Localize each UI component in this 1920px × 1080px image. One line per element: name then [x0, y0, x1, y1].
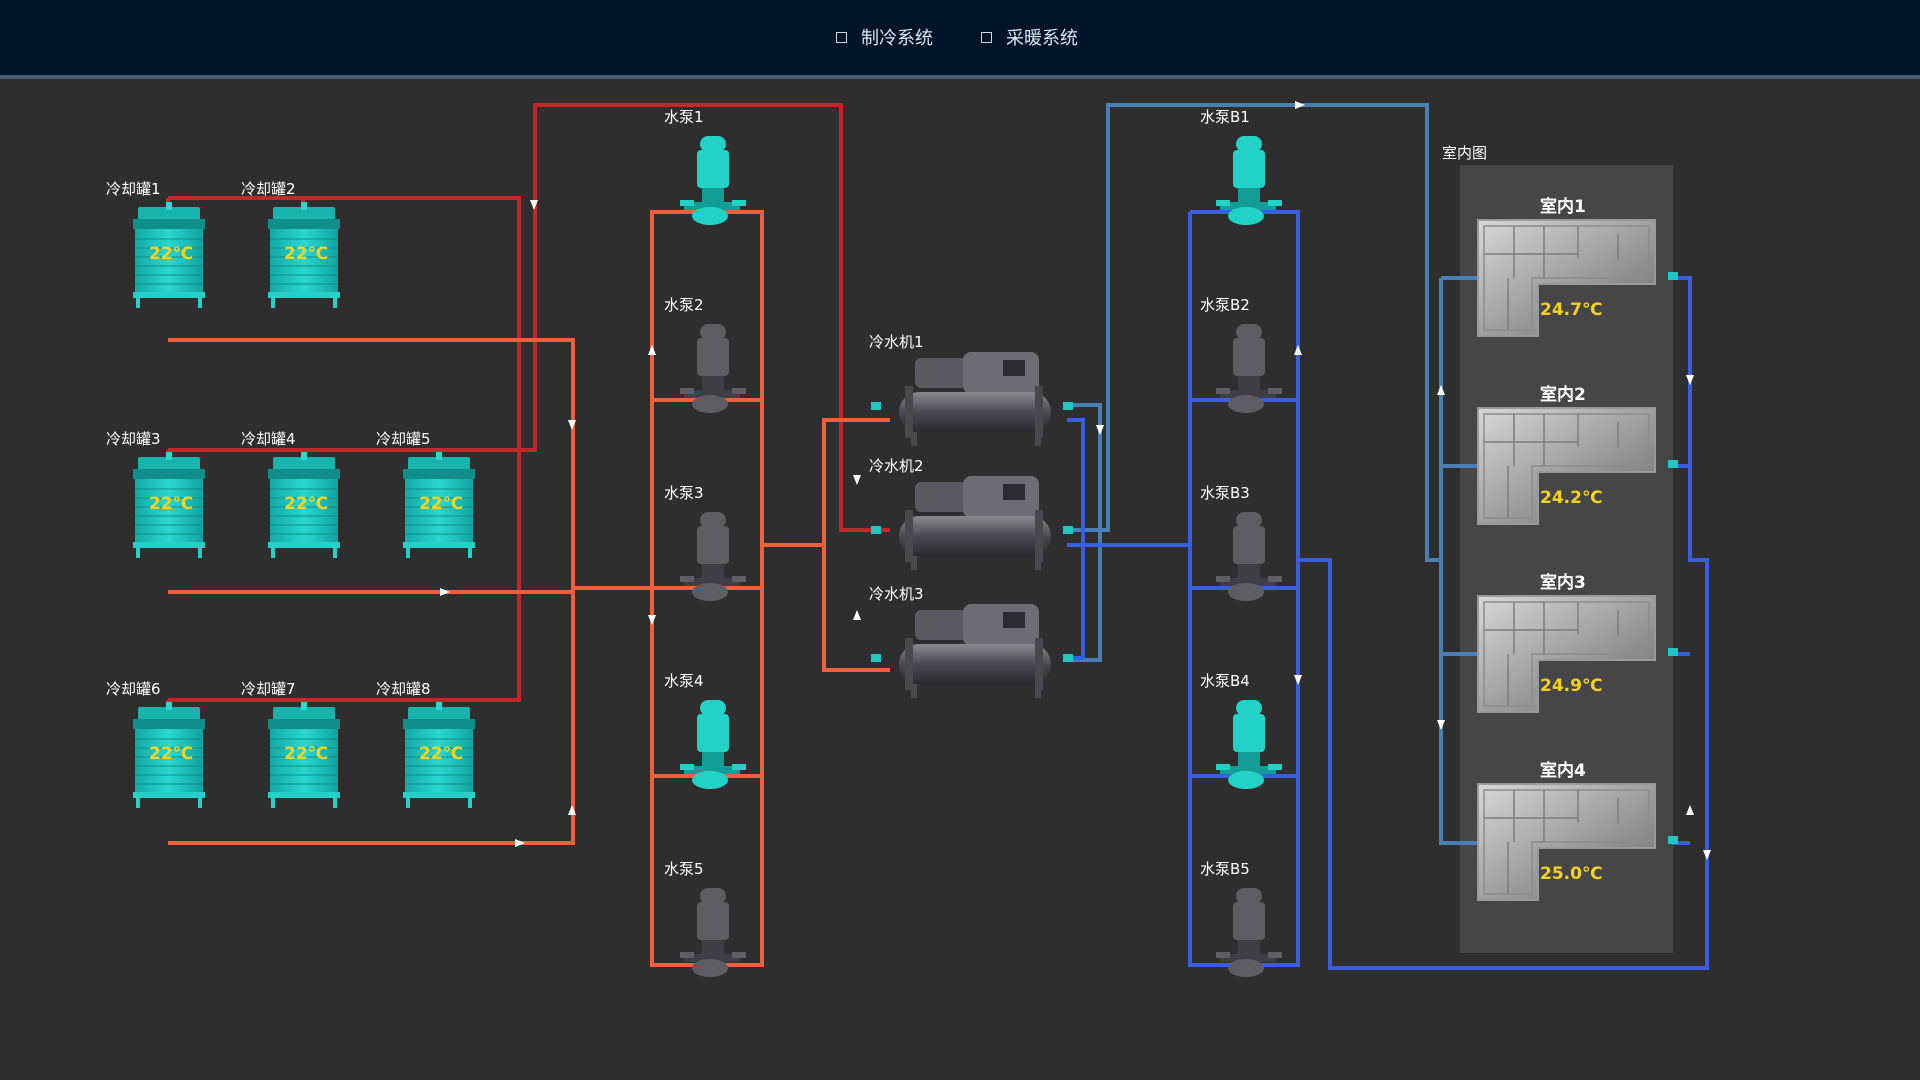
- cooling-tower-label: 冷却罐5: [376, 430, 431, 448]
- flow-arrow-icon: [853, 475, 861, 485]
- indoor-supply-pipe: [1439, 276, 1478, 845]
- room-label: 室内1: [1540, 196, 1586, 217]
- cooling-return-pipe: [168, 210, 890, 967]
- room-label: 室内3: [1540, 572, 1586, 593]
- cooling-tower-temp: 22℃: [149, 494, 193, 514]
- cooling-tower-label: 冷却罐4: [241, 430, 296, 448]
- tab-heating-system[interactable]: 采暖系统: [981, 24, 1078, 50]
- cooling-tower-temp: 22℃: [419, 744, 463, 764]
- cooling-tower[interactable]: 冷却罐6 22℃: [106, 680, 205, 808]
- indoor-room[interactable]: 室内3 24.9℃: [1477, 572, 1678, 713]
- pump-label: 水泵4: [664, 672, 704, 690]
- flow-arrow-icon: [1437, 720, 1445, 730]
- pump-b[interactable]: 水泵B5: [1200, 860, 1282, 977]
- tab-label: 制冷系统: [861, 28, 933, 49]
- flow-arrow-icon: [1294, 345, 1302, 355]
- pump-b[interactable]: 水泵B1: [1200, 108, 1282, 225]
- flow-arrow-icon: [1437, 385, 1445, 395]
- indoor-room[interactable]: 室内4 25.0℃: [1477, 760, 1678, 901]
- room-temp: 24.2℃: [1540, 488, 1603, 508]
- room-temp: 25.0℃: [1540, 864, 1603, 884]
- cooling-tower[interactable]: 冷却罐1 22℃: [106, 180, 205, 308]
- cooling-tower-label: 冷却罐1: [106, 180, 161, 198]
- tab-label: 采暖系统: [1006, 28, 1078, 49]
- cooling-tower-label: 冷却罐2: [241, 180, 296, 198]
- checkbox-icon[interactable]: [836, 31, 847, 43]
- pipe-network: [166, 101, 1711, 970]
- cooling-tower-temp: 22℃: [149, 744, 193, 764]
- checkbox-icon[interactable]: [981, 31, 992, 43]
- pump-label: 水泵B2: [1200, 296, 1250, 314]
- indoor-title: 室内图: [1442, 144, 1487, 162]
- pump-label: 水泵B5: [1200, 860, 1250, 878]
- pump-b[interactable]: 水泵B3: [1200, 484, 1282, 601]
- flow-arrow-icon: [648, 345, 656, 355]
- pump-label: 水泵5: [664, 860, 704, 878]
- cooling-tower[interactable]: 冷却罐7 22℃: [241, 680, 340, 808]
- pump-a[interactable]: 水泵5: [664, 860, 746, 977]
- flow-arrow-icon: [1703, 850, 1711, 860]
- cooling-tower-label: 冷却罐3: [106, 430, 161, 448]
- room-temp: 24.9℃: [1540, 676, 1603, 696]
- chiller[interactable]: 冷水机2: [869, 457, 1073, 570]
- flow-arrow-icon: [853, 610, 861, 620]
- indoor-return-pipe: [1298, 276, 1709, 970]
- flow-arrow-icon: [1294, 675, 1302, 685]
- flow-arrow-icon: [1686, 375, 1694, 385]
- chiller-label: 冷水机1: [869, 333, 924, 351]
- equipment-layer: 冷却罐1 22℃ 冷却罐2 22℃ 冷却罐3 22℃ 冷却罐4 22℃ 冷却罐5 22℃ 冷却罐6 2…: [106, 108, 1678, 977]
- cooling-tower[interactable]: 冷却罐3 22℃: [106, 430, 205, 558]
- chiller[interactable]: 冷水机3: [869, 585, 1073, 698]
- chiller[interactable]: 冷水机1: [869, 333, 1073, 446]
- flow-arrow-icon: [515, 839, 525, 847]
- cooling-tower[interactable]: 冷却罐2 22℃: [241, 180, 340, 308]
- room-label: 室内2: [1540, 384, 1586, 405]
- cooling-tower-temp: 22℃: [284, 244, 328, 264]
- flow-arrow-icon: [1096, 425, 1104, 435]
- pump-label: 水泵3: [664, 484, 704, 502]
- indoor-room[interactable]: 室内1 24.7℃: [1477, 196, 1678, 337]
- room-label: 室内4: [1540, 760, 1586, 781]
- top-bar: 制冷系统 采暖系统: [0, 0, 1920, 79]
- pump-label: 水泵B4: [1200, 672, 1250, 690]
- cooling-tower[interactable]: 冷却罐5 22℃: [376, 430, 475, 558]
- pump-a[interactable]: 水泵2: [664, 296, 746, 413]
- cooling-tower-label: 冷却罐8: [376, 680, 431, 698]
- indoor-room[interactable]: 室内2 24.2℃: [1477, 384, 1678, 525]
- cooling-tower-temp: 22℃: [419, 494, 463, 514]
- room-temp: 24.7℃: [1540, 300, 1603, 320]
- flow-arrow-icon: [568, 420, 576, 430]
- cooling-tower-label: 冷却罐7: [241, 680, 296, 698]
- pump-label: 水泵B3: [1200, 484, 1250, 502]
- pump-label: 水泵B1: [1200, 108, 1250, 126]
- chiller-label: 冷水机3: [869, 585, 924, 603]
- cooling-tower-temp: 22℃: [284, 744, 328, 764]
- flow-arrow-icon: [530, 200, 538, 210]
- flow-arrow-icon: [1295, 101, 1305, 109]
- pump-label: 水泵1: [664, 108, 704, 126]
- pump-a[interactable]: 水泵4: [664, 672, 746, 789]
- cooling-tower-label: 冷却罐6: [106, 680, 161, 698]
- cooling-tower-temp: 22℃: [284, 494, 328, 514]
- pump-a[interactable]: 水泵1: [664, 108, 746, 225]
- flow-arrow-icon: [648, 615, 656, 625]
- flow-arrow-icon: [568, 805, 576, 815]
- cooling-supply-pipe: [168, 103, 890, 702]
- cooling-tower[interactable]: 冷却罐8 22℃: [376, 680, 475, 808]
- pump-b[interactable]: 水泵B4: [1200, 672, 1282, 789]
- cooling-tower-temp: 22℃: [149, 244, 193, 264]
- pump-label: 水泵2: [664, 296, 704, 314]
- tab-cooling-system[interactable]: 制冷系统: [836, 24, 933, 50]
- chiller-label: 冷水机2: [869, 457, 924, 475]
- flow-arrow-icon: [440, 588, 450, 596]
- pump-a[interactable]: 水泵3: [664, 484, 746, 601]
- flow-arrow-icon: [1686, 805, 1694, 815]
- pump-b[interactable]: 水泵B2: [1200, 296, 1282, 413]
- cooling-tower[interactable]: 冷却罐4 22℃: [241, 430, 340, 558]
